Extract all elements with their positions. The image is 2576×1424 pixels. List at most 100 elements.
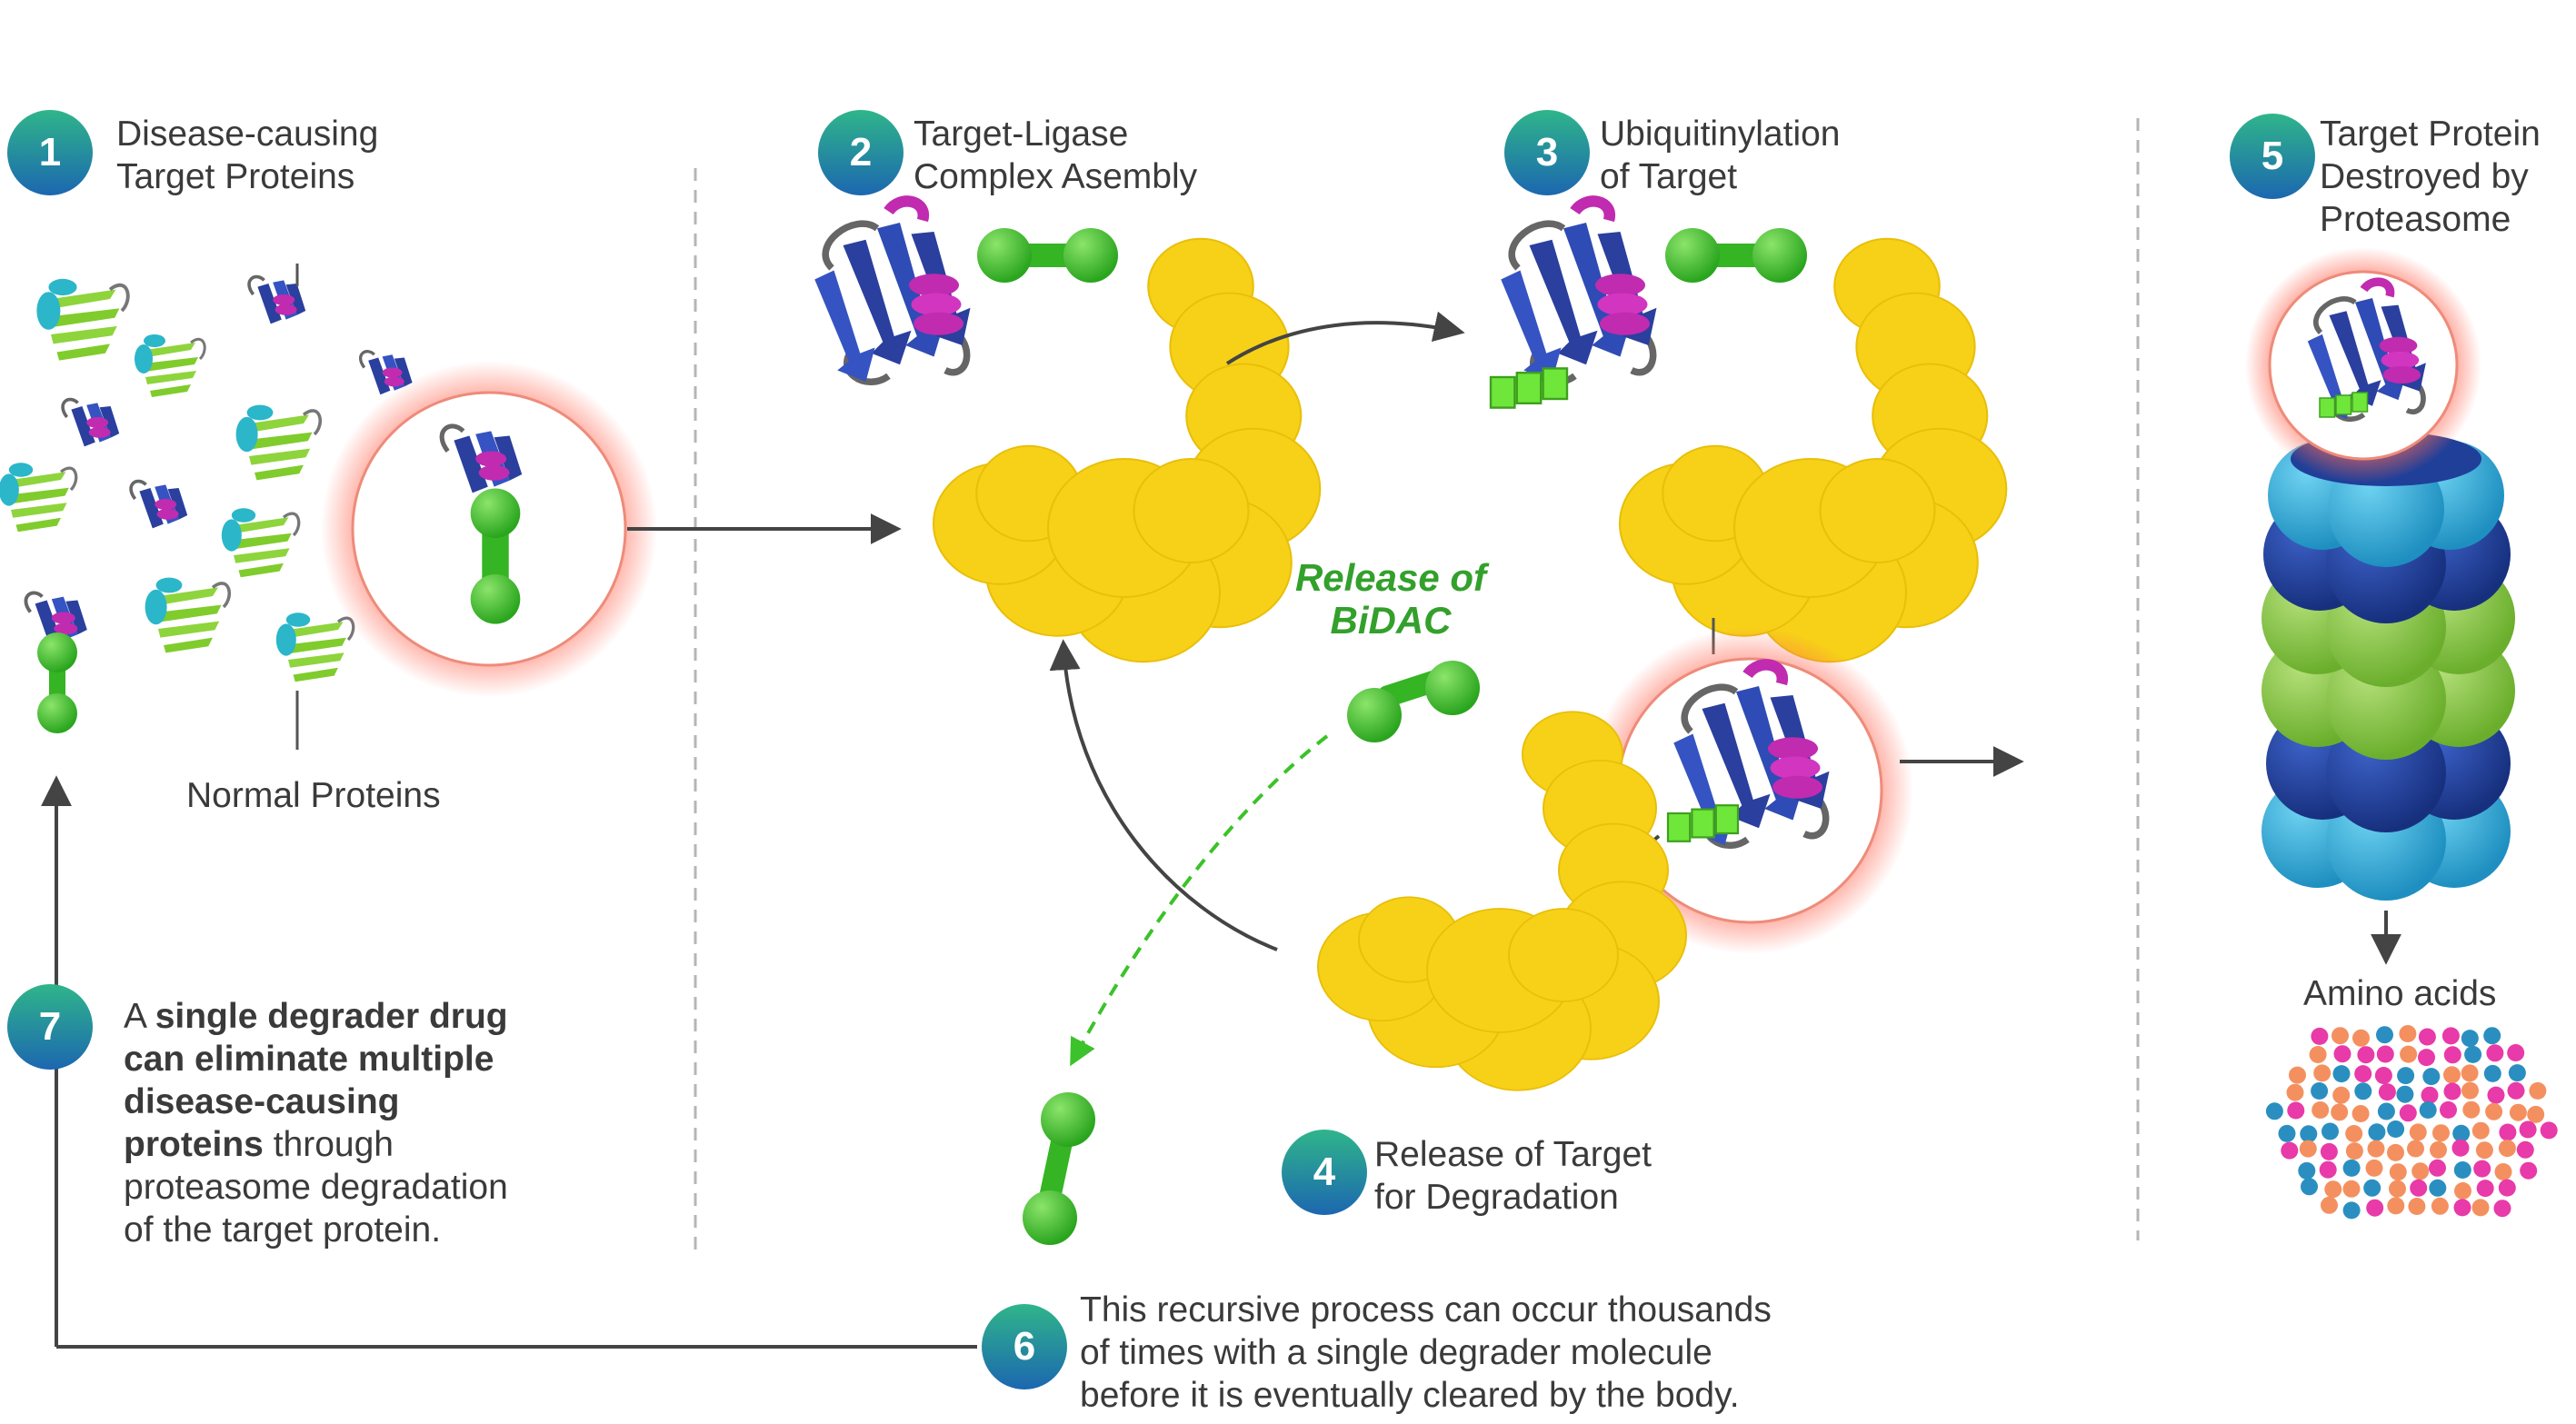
amino-acid-dot [2311, 1082, 2329, 1100]
step-2-label: Target-Ligase Complex Asembly [914, 113, 1197, 198]
amino-acid-dot [2461, 1081, 2479, 1100]
badge-3-number: 3 [1535, 130, 1559, 174]
amino-acid-dot [2298, 1161, 2316, 1180]
amino-acid-dot [2486, 1044, 2504, 1062]
released-bidac-molecule [1347, 661, 1480, 742]
amino-acid-dot [2378, 1083, 2396, 1101]
protein-icon [133, 333, 206, 399]
amino-acid-dot [2321, 1196, 2338, 1214]
amino-acid-dot [2342, 1159, 2361, 1177]
amino-acid-dot [2286, 1083, 2304, 1101]
amino-acid-dot [2487, 1086, 2505, 1104]
amino-acid-dot [2332, 1065, 2351, 1083]
free-degrader-molecule [1023, 1092, 1095, 1245]
amino-acid-dot [2376, 1045, 2394, 1063]
amino-acid-dot [2494, 1163, 2512, 1180]
amino-acid-dot [2422, 1068, 2441, 1086]
badge-5 [2230, 114, 2315, 199]
badge-5-number: 5 [2261, 134, 2284, 178]
release-bidac-line-2: BiDAC [1330, 599, 1452, 642]
amino-acid-dot [2367, 1140, 2385, 1158]
amino-acid-dot [2409, 1123, 2427, 1141]
ligase-shape [1618, 237, 2008, 663]
protein-icon [61, 397, 121, 449]
protein-icon [35, 276, 130, 363]
amino-acid-dot [2440, 1100, 2457, 1119]
step-badges [7, 110, 2315, 1389]
amino-acid-dot [2309, 1046, 2327, 1063]
amino-acid-dot [2376, 1026, 2393, 1044]
arrow-icon [1049, 639, 1278, 951]
amino-acid-dot [2342, 1180, 2361, 1198]
protein-icon [814, 201, 970, 382]
amino-acid-dot [2281, 1141, 2299, 1160]
amino-acid-dot [2475, 1141, 2493, 1160]
amino-acid-dot [2300, 1125, 2318, 1143]
badge-3 [1504, 110, 1590, 195]
amino-acid-dot [2508, 1064, 2526, 1082]
amino-acid-dot [2399, 1025, 2417, 1042]
step-2-line-2: Complex Asembly [914, 157, 1198, 196]
amino-acid-dot [2387, 1120, 2405, 1138]
protein-icon [220, 506, 301, 579]
amino-acid-dot [2321, 1122, 2339, 1140]
amino-acid-dot [2471, 1199, 2490, 1217]
amino-acid-dot [2408, 1198, 2426, 1215]
amino-acid-dot [2431, 1197, 2449, 1215]
amino-acid-dot [2366, 1199, 2384, 1217]
step-7-bold-1: single degrader drug [155, 997, 508, 1036]
step-1-label: Disease-causing Target Proteins [116, 113, 378, 198]
amino-acid-dot [2331, 1103, 2349, 1121]
badge-2 [818, 110, 904, 195]
amino-acid-dot [2313, 1064, 2331, 1082]
amino-acid-dot [2368, 1123, 2386, 1141]
badge-2-number: 2 [849, 130, 873, 174]
amino-acid-dot [2407, 1140, 2424, 1158]
amino-acid-dot [2351, 1105, 2370, 1122]
amino-acid-dot [2454, 1182, 2471, 1200]
amino-acid-dot [2441, 1027, 2460, 1045]
amino-acid-dot [2471, 1121, 2490, 1140]
amino-acid-dot [2410, 1179, 2428, 1197]
amino-acid-dot [2516, 1140, 2534, 1159]
amino-acid-dot [2363, 1179, 2381, 1197]
step-5-line-1: Target Protein [2320, 115, 2541, 154]
amino-acid-dot [2320, 1142, 2338, 1160]
step-4-line-1: Release of Target [1374, 1135, 1652, 1174]
amino-acid-dot [2287, 1101, 2305, 1120]
ubiquitinylated-complex [1489, 201, 2008, 663]
amino-acid-dot [2319, 1160, 2337, 1179]
amino-acid-dot [2311, 1027, 2329, 1045]
step-6-line-1: This recursive process can occur thousan… [1080, 1290, 1772, 1329]
amino-acid-dot [2451, 1139, 2470, 1157]
step-7-bold-4: proteins [124, 1125, 264, 1164]
protein-icon [275, 611, 355, 683]
badge-6 [982, 1304, 1067, 1389]
amino-acid-dot [2354, 1082, 2372, 1100]
amino-acid-dot [2499, 1123, 2517, 1141]
step-7-text-3: proteasome degradation [124, 1168, 508, 1207]
amino-acid-dot [2453, 1161, 2471, 1179]
step-5-line-2: Destroyed by [2320, 157, 2529, 196]
ligase-shape [1317, 711, 1687, 1091]
amino-acid-dot [2342, 1201, 2361, 1220]
amino-acid-dot [2299, 1140, 2317, 1158]
amino-acid-dot [2400, 1045, 2418, 1063]
amino-acid-dot [2432, 1124, 2450, 1142]
amino-acid-dot [2529, 1081, 2547, 1100]
amino-acid-dot [2418, 1028, 2436, 1046]
amino-acid-dot [2301, 1178, 2318, 1196]
amino-acid-dot [2387, 1197, 2405, 1215]
amino-acid-dot [2354, 1065, 2372, 1083]
protein-icon [1501, 201, 1656, 382]
release-bidac-line-1: Release of [1294, 556, 1487, 599]
amino-acid-dot [2540, 1121, 2558, 1140]
target-entering-proteasome [2245, 247, 2481, 483]
amino-acid-dot [2333, 1045, 2351, 1063]
amino-acid-dot [2527, 1105, 2545, 1123]
amino-acid-dot [2411, 1162, 2430, 1180]
arrow-icon [1225, 311, 1465, 365]
amino-acid-dot [2443, 1082, 2461, 1100]
amino-acid-dot [2399, 1104, 2417, 1122]
amino-acid-dot [2332, 1086, 2351, 1104]
